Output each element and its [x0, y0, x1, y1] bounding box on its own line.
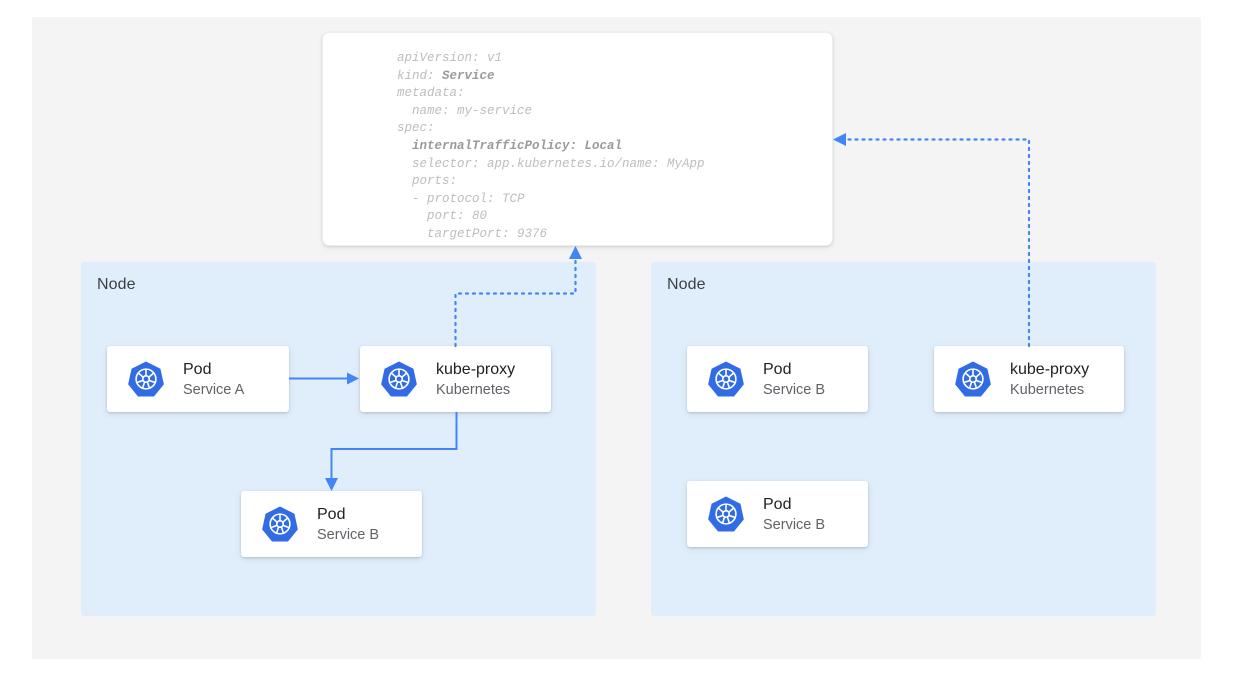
card-text: kube-proxy Kubernetes [436, 359, 515, 400]
yaml-line-kind: kind: Service [397, 68, 495, 83]
card-subtitle: Service A [183, 381, 245, 398]
card-subtitle: Service B [763, 381, 826, 398]
kubernetes-icon [708, 496, 744, 532]
card-subtitle: Service B [317, 526, 380, 543]
yaml-line-apiversion: apiVersion: v1 [397, 51, 503, 65]
card-text: Pod Service B [317, 504, 379, 545]
card-subtitle: Kubernetes [1010, 381, 1085, 398]
node-panel-left: Node [81, 262, 596, 616]
card-title: Pod [183, 360, 212, 378]
yaml-line-protocol: - protocol: TCP [397, 191, 525, 206]
card-title: kube-proxy [436, 360, 516, 378]
yaml-kind-value: Service [442, 68, 495, 83]
card-kube-proxy-right[interactable]: kube-proxy Kubernetes [934, 346, 1124, 412]
card-pod-service-b-left[interactable]: Pod Service B [241, 491, 422, 557]
card-text: Pod Service A [183, 359, 244, 400]
card-text: Pod Service B [763, 494, 825, 535]
kubernetes-icon [708, 361, 744, 397]
card-title: kube-proxy [1010, 360, 1090, 378]
yaml-line-selector: selector: app.kubernetes.io/name: MyApp [397, 156, 705, 171]
yaml-line-internaltrafficpolicy: internalTrafficPolicy: Local [397, 138, 623, 153]
card-title: Pod [317, 505, 346, 523]
card-pod-service-b-right-2[interactable]: Pod Service B [687, 481, 868, 547]
yaml-line-metadata: metadata: [397, 86, 465, 101]
card-pod-service-a[interactable]: Pod Service A [107, 346, 289, 412]
node-label-left: Node [97, 276, 136, 293]
service-manifest-card: apiVersion: v1 kind: Service metadata: n… [322, 32, 833, 246]
service-manifest-text: apiVersion: v1 kind: Service metadata: n… [397, 50, 705, 244]
card-text: Pod Service B [763, 359, 825, 400]
card-title: Pod [763, 360, 792, 378]
node-label-right: Node [667, 276, 706, 293]
card-subtitle: Service B [763, 516, 826, 533]
card-title: Pod [763, 495, 792, 513]
yaml-line-name: name: my-service [397, 103, 533, 118]
kubernetes-icon [955, 361, 991, 397]
kubernetes-icon [128, 361, 164, 397]
card-subtitle: Kubernetes [436, 381, 511, 398]
yaml-line-spec: spec: [397, 121, 435, 136]
card-kube-proxy-left[interactable]: kube-proxy Kubernetes [360, 346, 551, 412]
kubernetes-icon [381, 361, 417, 397]
card-text: kube-proxy Kubernetes [1010, 359, 1089, 400]
yaml-line-port: port: 80 [397, 209, 488, 224]
card-pod-service-b-right-1[interactable]: Pod Service B [687, 346, 868, 412]
yaml-line-targetport: targetPort: 9376 [397, 226, 548, 241]
node-panel-right: Node [651, 262, 1156, 616]
kubernetes-icon [262, 506, 298, 542]
yaml-line-ports: ports: [397, 174, 458, 189]
